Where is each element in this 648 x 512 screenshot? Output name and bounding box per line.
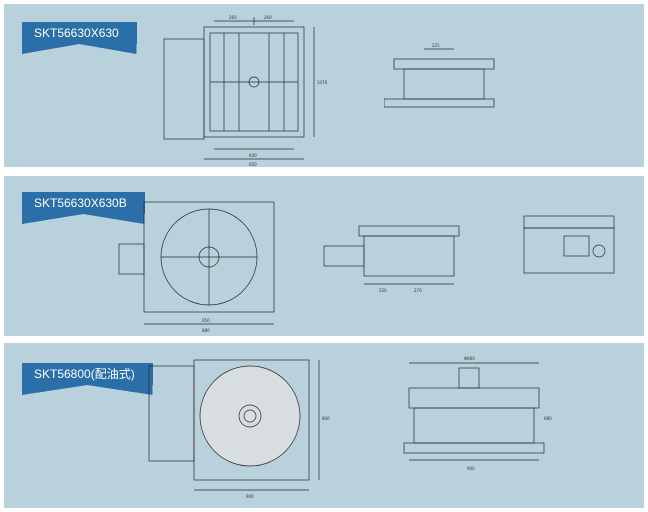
side-view-drawing: Φ800 900 680 <box>403 356 552 471</box>
dim-top-a: 260 <box>229 15 237 20</box>
dim-bottom: 900 <box>246 494 254 499</box>
dim-top-b: 260 <box>264 15 272 20</box>
side-view-drawing: 225 <box>384 43 495 108</box>
dim-right: 800 <box>322 416 330 421</box>
dim-side-right: 680 <box>544 416 552 421</box>
model-label: SKT56800(配油式) <box>22 363 153 395</box>
model-label: SKT56630X630B <box>22 192 145 224</box>
side-view-drawing: 220 270 <box>323 225 460 293</box>
front-view-drawing: 900 800 <box>148 359 330 499</box>
front-view-drawing: 260 260 640 650 1070 <box>163 15 328 167</box>
dim-bottom: 650 <box>249 162 257 167</box>
panel-skt56630x630: SKT56630X630 260 260 640 650 1070 225 <box>4 4 644 167</box>
dim-side-view: 225 <box>432 43 440 48</box>
end-view-drawing <box>523 215 615 274</box>
dim-side-bottom: 900 <box>467 466 475 471</box>
panel-skt56630x630b: SKT56630X630B 650 880 220 270 <box>4 176 644 336</box>
panel-skt56800: SKT56800(配油式) 900 800 Φ800 900 680 <box>4 343 644 508</box>
model-label: SKT56630X630 <box>22 22 137 54</box>
dim-mid: 650 <box>202 318 210 323</box>
dim-side: 220 <box>379 288 387 293</box>
dim-mid-b: 270 <box>414 288 422 293</box>
dim-bottom-b: 640 <box>249 153 257 158</box>
dim-top: Φ800 <box>464 356 475 361</box>
dim-bottom: 880 <box>202 328 210 333</box>
front-view-drawing: 650 880 <box>118 201 275 333</box>
dim-side: 1070 <box>317 80 328 85</box>
